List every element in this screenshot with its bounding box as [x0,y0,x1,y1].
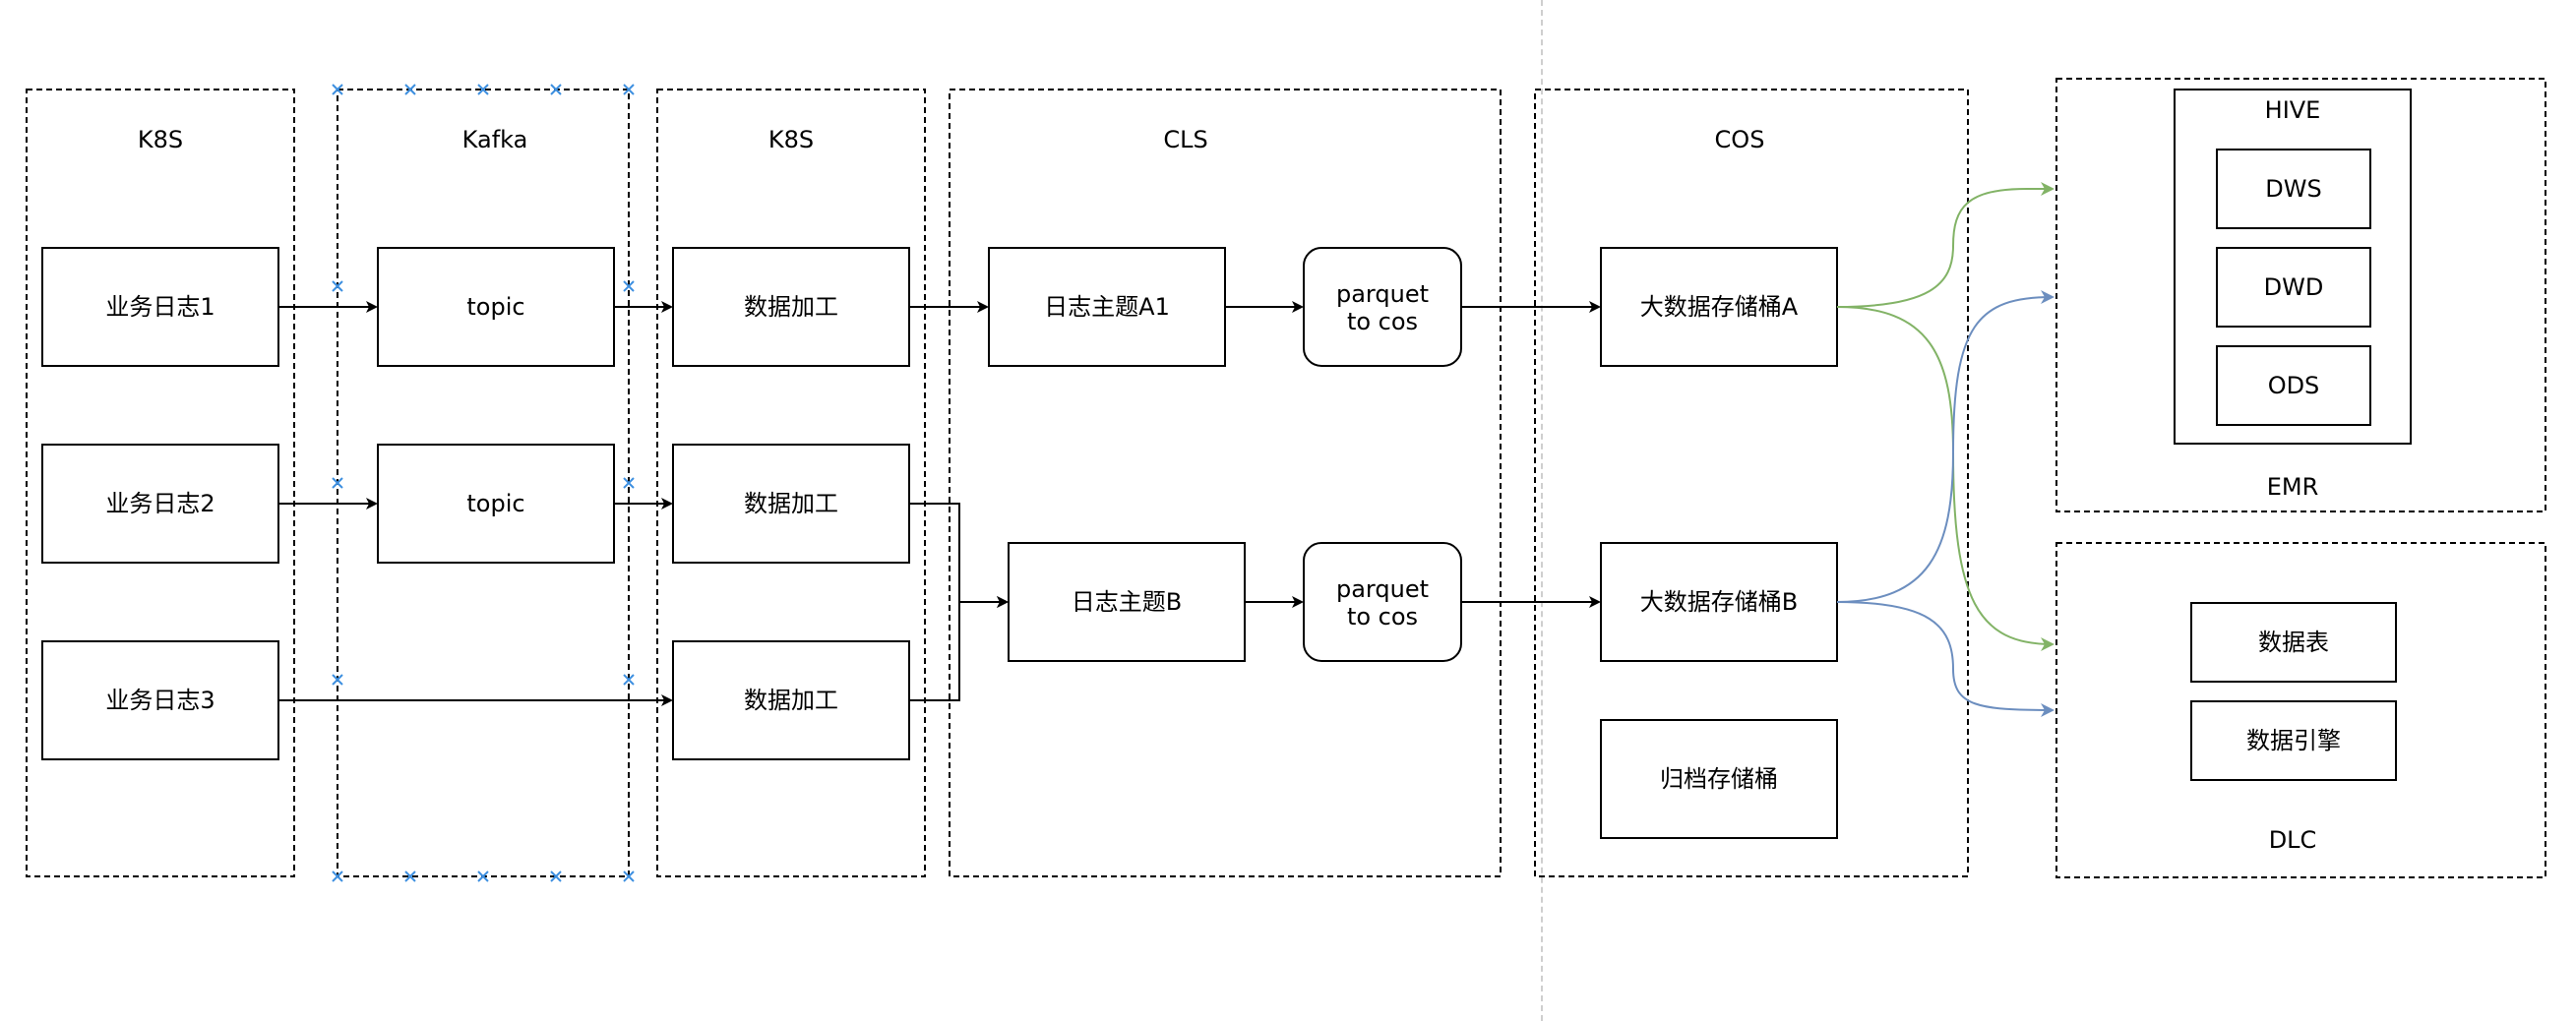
edge-bucket-a-emr[interactable] [1836,182,2055,308]
node-topic2-label: topic [466,490,524,517]
edge-bucket-a-dlc[interactable] [1836,306,2055,651]
node-topic1-label: topic [466,293,524,321]
node-topic-a1[interactable] [988,247,1226,367]
node-engine-label: 数据引擎 [2246,727,2341,754]
group-kafka-label: Kafka [462,126,528,153]
node-archive[interactable] [1600,719,1838,839]
node-bucket-b[interactable] [1600,542,1838,662]
node-engine[interactable] [2190,700,2397,781]
group-dlc [2055,542,2546,878]
node-log1-label: 业务日志1 [105,293,215,321]
group-emr-label: EMR [2267,473,2319,501]
group-k8s-left [26,89,295,877]
selection-handles[interactable] [332,84,635,882]
node-proc2-label: 数据加工 [744,490,838,517]
node-proc1-label: 数据加工 [744,293,838,321]
group-cos-label: COS [1715,126,1765,153]
node-topic1[interactable] [377,247,615,367]
edge-proc2-topic-b[interactable] [909,503,1009,608]
node-proc2[interactable] [672,444,910,564]
node-archive-label: 归档存储桶 [1660,765,1778,793]
node-dwd-label: DWD [2264,273,2324,301]
node-log3[interactable] [41,640,279,760]
node-dwd[interactable] [2216,247,2371,328]
node-bucket-a-label: 大数据存储桶A [1640,293,1799,321]
group-emr [2055,78,2546,512]
node-dws-label: DWS [2265,175,2321,203]
group-cos [1534,89,1969,877]
node-topic-a1-label: 日志主题A1 [1044,293,1170,321]
node-log3-label: 业务日志3 [105,687,215,714]
edge-bucket-b-dlc[interactable] [1836,601,2055,717]
group-k8s-right [656,89,926,877]
node-ods-label: ODS [2268,372,2320,399]
node-dws[interactable] [2216,149,2371,229]
node-table[interactable] [2190,602,2397,683]
node-log2-label: 业务日志2 [105,490,215,517]
group-k8s-right-label: K8S [768,126,814,153]
edge-bucket-b-emr[interactable] [1836,290,2055,603]
vertical-separator [1541,0,1543,1021]
node-table-label: 数据表 [2258,629,2329,656]
group-hive-label: HIVE [2265,96,2321,124]
node-proc1[interactable] [672,247,910,367]
node-topic-b-label: 日志主题B [1072,588,1182,616]
node-bucket-b-label: 大数据存储桶B [1640,588,1798,616]
group-k8s-left-label: K8S [138,126,183,153]
node-topic-b[interactable] [1008,542,1246,662]
node-log1[interactable] [41,247,279,367]
node-ods[interactable] [2216,345,2371,426]
node-bucket-a[interactable] [1600,247,1838,367]
node-proc3-label: 数据加工 [744,687,838,714]
group-cls-label: CLS [1163,126,1207,153]
node-proc3[interactable] [672,640,910,760]
edge-proc3-topic-b[interactable] [909,596,1009,701]
group-hive [2174,89,2412,445]
group-dlc-label: DLC [2269,826,2317,854]
node-log2[interactable] [41,444,279,564]
group-cls [949,89,1502,877]
